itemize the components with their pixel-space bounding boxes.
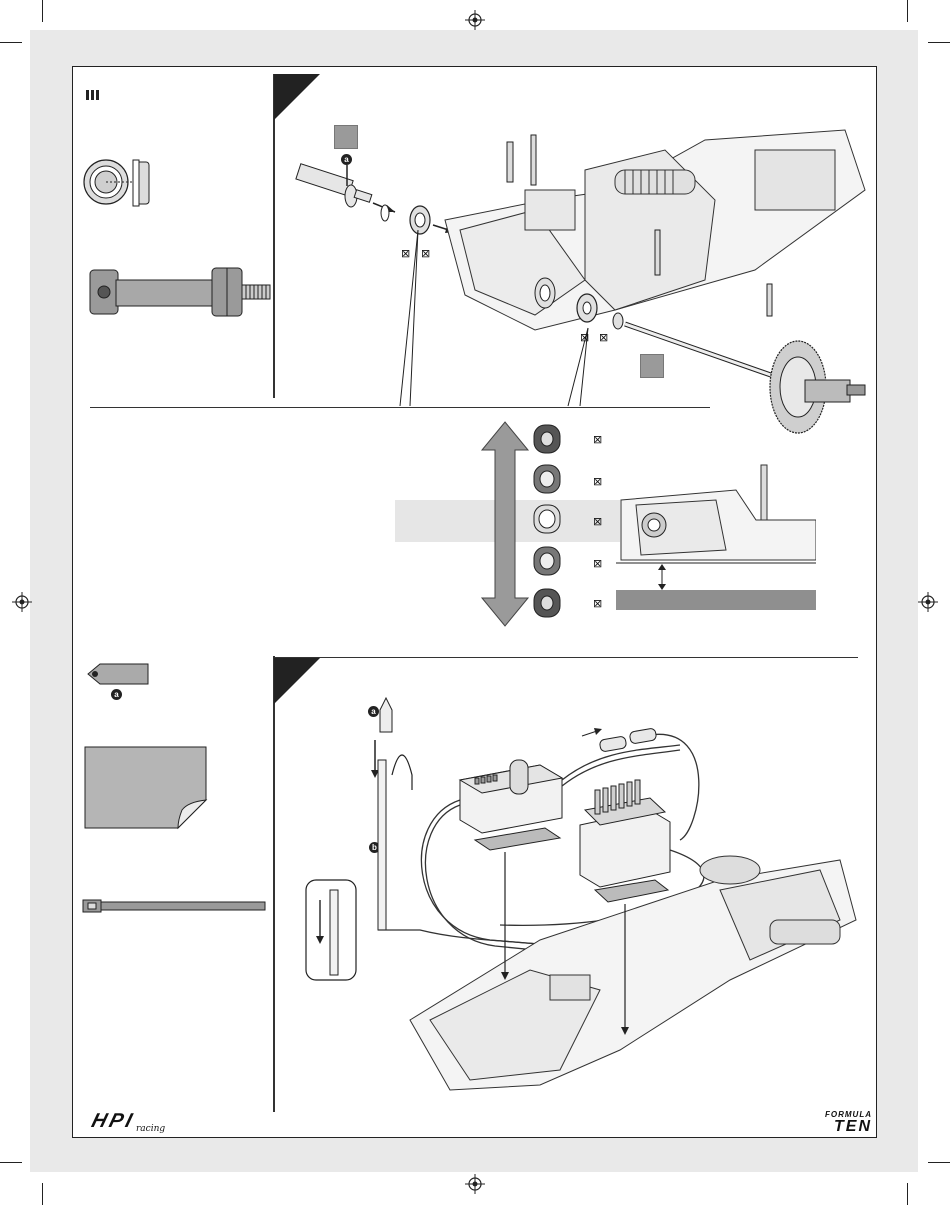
zip-tie-icon <box>82 898 266 914</box>
crop-line <box>42 1183 43 1205</box>
count-bars-icon <box>86 89 100 101</box>
scale-mark-4: ⊠ <box>593 558 602 569</box>
section-rule <box>273 657 858 658</box>
crop-line <box>928 1162 950 1163</box>
scale-mark-3: ⊠ <box>593 516 602 527</box>
scale-mark-2: ⊠ <box>593 476 602 487</box>
formula-ten-logo-bottom: TEN <box>792 1119 872 1135</box>
scale-mark-5: ⊠ <box>593 598 602 609</box>
scale-mark-1: ⊠ <box>593 434 602 445</box>
crop-line <box>907 0 908 22</box>
ride-height-detail-drawing <box>616 460 816 610</box>
bushing-stack <box>532 423 562 623</box>
antenna-cap-letter: a <box>111 689 122 700</box>
hpi-logo-text: HPI <box>89 1110 138 1133</box>
washer-mark-right-2: ⊠ <box>599 332 608 343</box>
crop-line <box>907 1183 908 1205</box>
threaded-standoff-icon <box>86 262 272 322</box>
registration-mark-icon <box>465 1174 485 1194</box>
parts-panel-1 <box>86 88 100 106</box>
crop-line <box>0 1162 22 1163</box>
bearing-icon <box>80 152 160 212</box>
crop-line <box>0 42 22 43</box>
registration-mark-icon <box>12 592 32 612</box>
washer-mark-left-1: ⊠ <box>401 248 410 259</box>
washer-mark-right-1: ⊠ <box>580 332 589 343</box>
washer-mark-left-2: ⊠ <box>421 248 430 259</box>
electronics-install-drawing <box>300 690 860 1100</box>
antenna-cap-icon <box>86 662 150 686</box>
column-divider <box>273 656 275 1112</box>
column-divider <box>273 74 275 398</box>
leader-lines <box>390 228 590 410</box>
hpi-logo: HPI racing <box>92 1110 192 1134</box>
registration-mark-icon <box>465 10 485 30</box>
crop-line <box>928 42 950 43</box>
standoff-part <box>296 164 372 207</box>
formula-ten-logo: FORMULA TEN <box>792 1110 872 1136</box>
crop-line <box>42 0 43 22</box>
double-arrow-icon <box>480 420 530 628</box>
hpi-logo-sub: racing <box>136 1124 165 1134</box>
double-sided-tape-icon <box>84 746 208 830</box>
registration-mark-icon <box>918 592 938 612</box>
